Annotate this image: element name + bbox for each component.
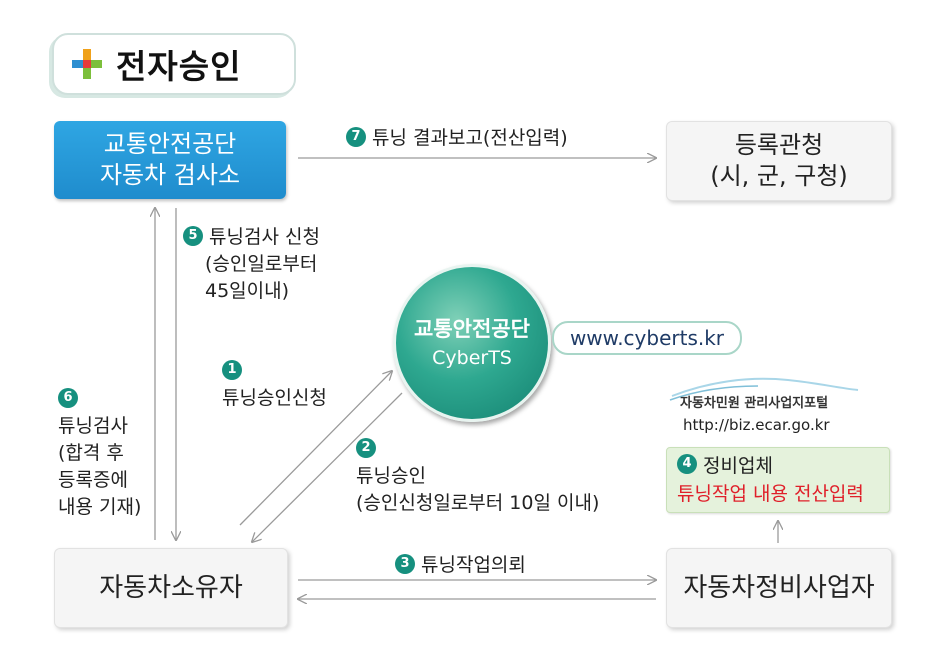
cyberts-line1: 교통안전공단 [414, 317, 530, 341]
step7-label: 7 튜닝 결과보고(전산입력) [346, 125, 568, 152]
step5-line1: 튜닝검사 신청 [209, 226, 320, 248]
registry-office-box: 등록관청 (시, 군, 구청) [666, 121, 892, 201]
step2-line1: 튜닝승인 [356, 465, 426, 487]
step6-line4: 내용 기재) [58, 496, 142, 518]
step6-line3: 등록증에 [58, 469, 128, 491]
page-title: 전자승인 [116, 47, 242, 86]
step4-badge: 4 [677, 454, 697, 474]
step2-badge: 2 [356, 437, 376, 458]
owner-label: 자동차소유자 [99, 572, 243, 603]
cyberts-circle: 교통안전공단 CyberTS [393, 264, 551, 422]
step3-badge: 3 [395, 553, 415, 574]
inspection-line2: 자동차 검사소 [99, 161, 241, 189]
registry-line1: 등록관청 [734, 131, 824, 159]
title-tab: 전자승인 [52, 33, 296, 95]
repair-business-box: 자동차정비사업자 [666, 548, 892, 628]
inspection-line1: 교통안전공단 [103, 130, 237, 158]
portal-car-outline-icon [669, 377, 859, 401]
step6-label: 6 튜닝검사 (합격 후 등록증에 내용 기재) [58, 386, 141, 521]
cyberts-url-link[interactable]: www.cyberts.kr [552, 321, 742, 355]
step1-text: 튜닝승인신청 [222, 387, 327, 409]
cyberts-line2: CyberTS [432, 347, 512, 369]
step5-badge: 5 [183, 225, 203, 246]
registry-line2: (시, 군, 구청) [710, 162, 848, 190]
step5-label: 5 튜닝검사 신청 (승인일로부터 45일이내) [183, 224, 320, 305]
step7-text: 튜닝 결과보고(전산입력) [372, 127, 568, 149]
shop-label: 자동차정비사업자 [683, 572, 875, 603]
cyberts-url-text: www.cyberts.kr [569, 326, 725, 350]
car-owner-box: 자동차소유자 [54, 548, 288, 628]
step5-line3: 45일이내) [205, 280, 290, 302]
step2-line2: (승인신청일로부터 10일 이내) [356, 492, 600, 514]
step6-line2: (합격 후 [58, 442, 124, 464]
step3-text: 튜닝작업의뢰 [421, 554, 526, 576]
repair-line1: 정비업체 [703, 455, 773, 477]
step5-line2: (승인일로부터 [205, 253, 318, 275]
step1-badge: 1 [222, 359, 242, 380]
arrow-step1 [239, 371, 392, 526]
portal-url-link[interactable]: http://biz.ecar.go.kr [683, 416, 830, 434]
step1-label: 1 튜닝승인신청 [222, 358, 327, 412]
repair-input-box: 4 정비업체 튜닝작업 내용 전산입력 [666, 447, 890, 513]
plus-logo-icon [72, 49, 102, 79]
portal-name: 자동차민원 관리사업지포털 [680, 396, 829, 411]
inspection-station-box: 교통안전공단 자동차 검사소 [54, 121, 286, 199]
step7-badge: 7 [346, 126, 366, 147]
step2-label: 2 튜닝승인 (승인신청일로부터 10일 이내) [356, 436, 599, 517]
repair-line2: 튜닝작업 내용 전산입력 [677, 483, 864, 505]
step6-badge: 6 [58, 387, 78, 408]
step6-line1: 튜닝검사 [58, 415, 128, 437]
step3-label: 3 튜닝작업의뢰 [395, 552, 526, 579]
arrow-step2 [252, 392, 403, 542]
